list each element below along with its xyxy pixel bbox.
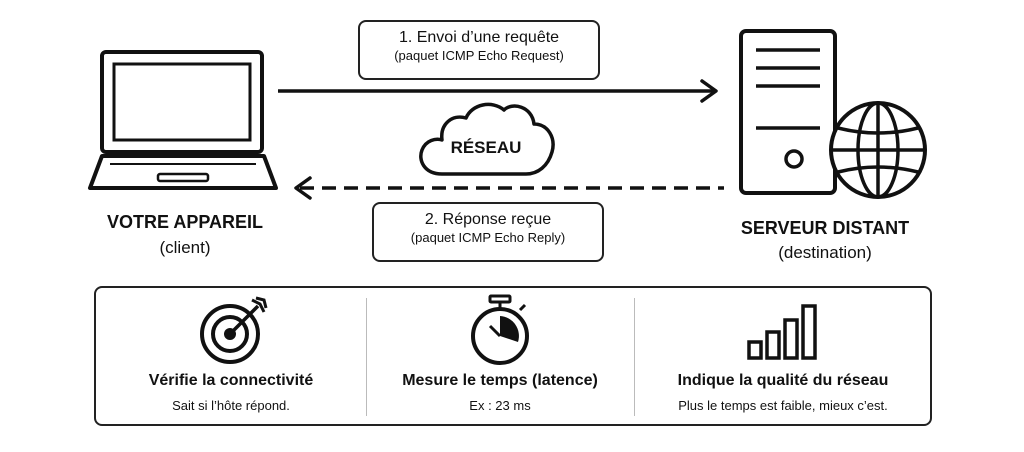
- reply-label: 2. Réponse reçue (paquet ICMP Echo Reply…: [372, 202, 604, 262]
- feature-latency: Mesure le temps (latence) Ex : 23 ms: [366, 288, 634, 424]
- network-label: RÉSEAU: [450, 138, 522, 157]
- feature-quality: Indique la qualité du réseau Plus le tem…: [634, 288, 932, 424]
- stopwatch-icon: [471, 294, 529, 365]
- laptop-icon: [88, 50, 278, 190]
- signal-bars-icon: [747, 304, 817, 360]
- divider: [634, 298, 635, 416]
- client-name: VOTRE APPAREIL: [106, 212, 263, 232]
- request-detail: (paquet ICMP Echo Request): [394, 48, 564, 63]
- divider: [366, 298, 367, 416]
- feature-subtitle: Plus le temps est faible, mieux c’est.: [678, 398, 888, 413]
- client-role: (client): [159, 238, 211, 257]
- server-role: (destination): [778, 243, 872, 262]
- reply-title: 2. Réponse reçue: [424, 211, 552, 228]
- feature-title: Indique la qualité du réseau: [677, 372, 889, 389]
- feature-title: Mesure le temps (latence): [402, 372, 598, 389]
- request-title: 1. Envoi d’une requête: [398, 29, 560, 46]
- server-icon: [739, 29, 837, 195]
- reply-detail: (paquet ICMP Echo Reply): [410, 230, 566, 245]
- request-label: 1. Envoi d’une requête (paquet ICMP Echo…: [358, 20, 600, 80]
- target-icon: [200, 296, 268, 364]
- cloud-icon: [419, 102, 555, 176]
- feature-connectivity: Vérifie la connectivité Sait si l’hôte r…: [96, 288, 366, 424]
- reply-arrow: [294, 176, 724, 200]
- feature-title: Vérifie la connectivité: [148, 372, 314, 389]
- features-panel: Vérifie la connectivité Sait si l’hôte r…: [94, 286, 932, 426]
- request-arrow: [278, 79, 718, 103]
- server-name: SERVEUR DISTANT: [740, 218, 910, 238]
- feature-subtitle: Sait si l’hôte répond.: [172, 398, 290, 413]
- globe-icon: [829, 101, 927, 199]
- feature-subtitle: Ex : 23 ms: [469, 398, 531, 413]
